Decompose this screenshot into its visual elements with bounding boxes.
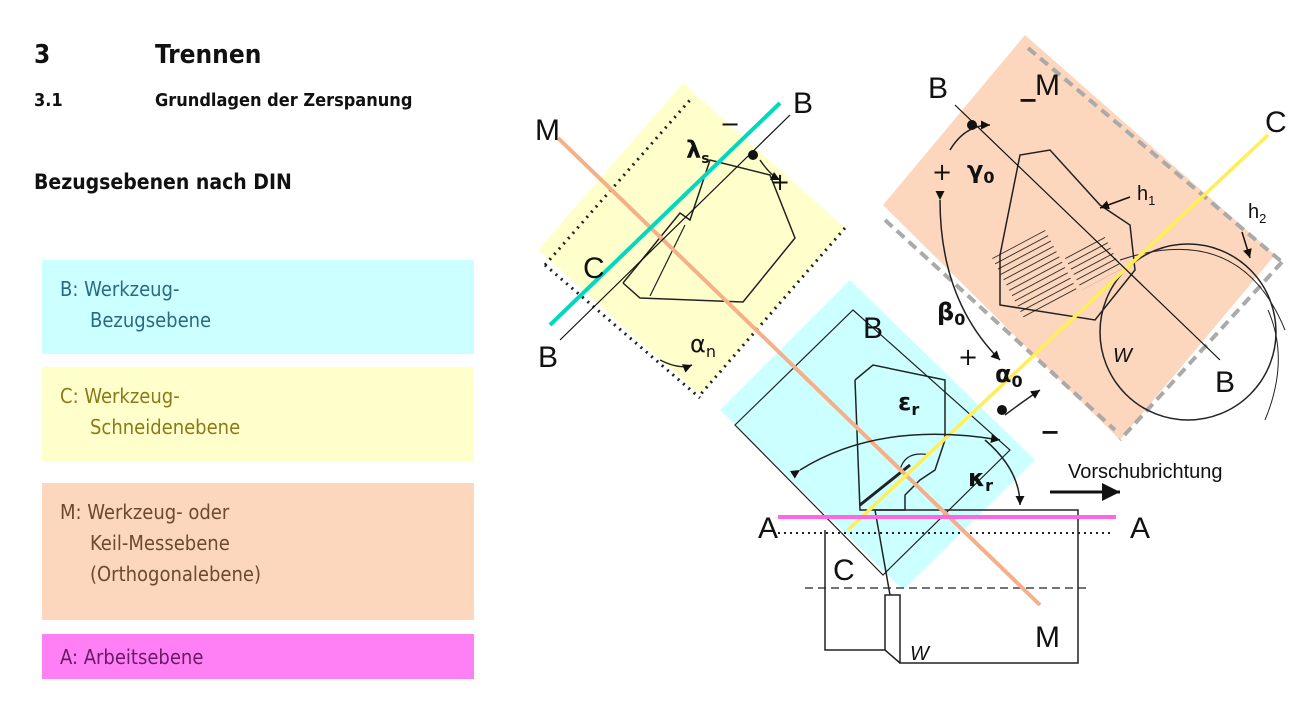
arc-beta xyxy=(935,190,1001,361)
label-alpha-n: αn xyxy=(690,330,716,361)
legend-m-line3: (Orthogonalebene) xyxy=(90,562,261,586)
plane-m-salmon xyxy=(883,35,1275,440)
feed-direction-label: Vorschubrichtung xyxy=(1068,461,1223,483)
arc-alpha0 xyxy=(1004,389,1041,416)
page-subtitle: Bezugsebenen nach DIN xyxy=(34,170,292,194)
legend-a-line1: A: Arbeitsebene xyxy=(60,645,204,669)
workpiece-lower xyxy=(824,509,1079,664)
workpiece-arc xyxy=(1119,248,1286,331)
label-m-salmon: M xyxy=(1035,69,1060,102)
line-m-salmon xyxy=(556,136,1042,607)
label-h2: h2 xyxy=(1248,201,1266,226)
tool-face-c xyxy=(649,224,686,297)
plane-m-edge-2 xyxy=(1026,46,1284,264)
workpiece-arc-2 xyxy=(1264,309,1279,421)
workpiece-circle xyxy=(1099,243,1277,421)
label-kappa: κr xyxy=(968,464,993,495)
label-c-bottom: C xyxy=(833,554,855,587)
sign-minus-c: − xyxy=(720,110,740,138)
h2-arrow xyxy=(1241,231,1252,259)
section-number: 3 xyxy=(34,40,51,70)
plane-c-edge xyxy=(543,99,692,266)
label-gamma: γ0 xyxy=(967,156,995,187)
sign-plus-c: + xyxy=(770,168,790,196)
label-c-yellow: C xyxy=(583,252,605,285)
chip-hatch xyxy=(992,230,1078,320)
line-b-teal xyxy=(548,101,782,327)
vertex-c xyxy=(748,150,758,160)
legend-b-line2: Bezugsebene xyxy=(90,308,212,332)
label-b-cyan: B xyxy=(863,312,883,345)
arc-gamma xyxy=(949,120,991,151)
legend-box-c: C: Werkzeug- Schneidenebene xyxy=(42,367,474,462)
arc-alpha-n xyxy=(659,359,693,373)
h1-arrow xyxy=(1099,196,1131,210)
label-b-right: B xyxy=(1215,366,1235,399)
sign-minus-alpha: − xyxy=(1040,418,1060,446)
label-h1: h1 xyxy=(1137,183,1155,208)
subsection-number: 3.1 xyxy=(34,90,63,111)
workpiece-edge xyxy=(884,649,901,664)
plane-b-cyan-inner xyxy=(734,309,1011,576)
label-w-block: W xyxy=(910,643,931,665)
label-a-left: A xyxy=(758,512,778,545)
legend-box-a: A: Arbeitsebene xyxy=(42,634,474,679)
plane-c-edge-2 xyxy=(698,227,847,396)
legend-m-line1: M: Werkzeug- oder xyxy=(60,500,230,524)
arc-epsilon xyxy=(789,433,1001,479)
plane-m-edge xyxy=(883,218,1117,432)
label-b-bottom-left: B xyxy=(538,341,558,374)
label-epsilon: εr xyxy=(898,388,919,419)
label-w-circle: W xyxy=(1113,345,1134,367)
sign-minus-m: − xyxy=(1018,86,1038,114)
arc-kappa xyxy=(984,439,1025,506)
line-b-right xyxy=(954,104,1221,361)
label-m-top-left: M xyxy=(535,114,560,147)
legend-box-b: B: Werkzeug- Bezugsebene xyxy=(42,260,474,354)
label-b-salmon: B xyxy=(928,72,948,105)
label-b-top: B xyxy=(793,87,813,120)
arc-lambda xyxy=(759,159,781,181)
legend-box-m: M: Werkzeug- oder Keil-Messebene (Orthog… xyxy=(42,483,474,620)
plane-c-yellow xyxy=(538,83,845,395)
vertex-alpha xyxy=(997,405,1007,415)
label-a-right: A xyxy=(1130,512,1150,545)
label-c-right: C xyxy=(1265,106,1287,139)
label-m-bottom: M xyxy=(1035,621,1060,654)
label-beta: β0 xyxy=(937,298,965,329)
label-lambda: λs xyxy=(686,136,710,167)
legend-c-line2: Schneidenebene xyxy=(90,415,241,439)
sign-plus-m: + xyxy=(932,158,952,186)
vertex-m xyxy=(967,120,977,130)
sign-plus-alpha: + xyxy=(958,343,978,371)
legend-m-line2: Keil-Messebene xyxy=(90,531,230,555)
section-title: Trennen xyxy=(155,40,262,70)
legend-c-line1: C: Werkzeug- xyxy=(60,384,180,408)
subsection-title: Grundlagen der Zerspanung xyxy=(155,90,413,111)
chip-hatch-2 xyxy=(1063,233,1122,290)
label-alpha-0: α0 xyxy=(995,360,1023,391)
legend-b-line1: B: Werkzeug- xyxy=(60,277,180,301)
